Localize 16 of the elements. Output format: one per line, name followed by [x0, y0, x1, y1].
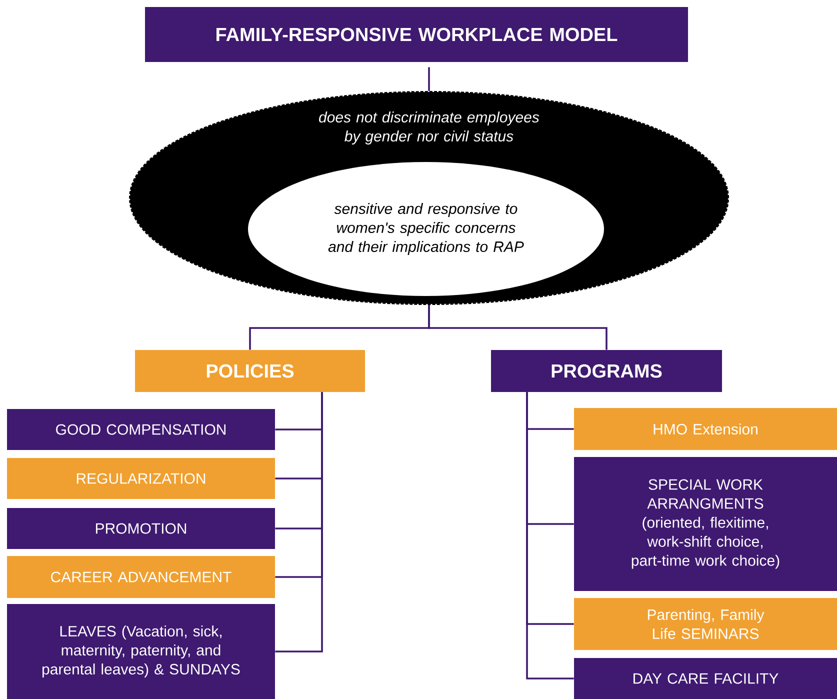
item-box: PROMOTION — [7, 508, 275, 549]
category-box: POLICIES — [135, 350, 365, 392]
connector-line — [526, 392, 574, 680]
item-box: Parenting, Family Life SEMINARS — [574, 598, 837, 650]
title-box: FAMILY-RESPONSIVE WORKPLACE MODEL — [145, 7, 688, 62]
item-box: SPECIAL WORK ARRANGMENTS (oriented, flexitime, work-shift choice, part-time work choice) — [574, 457, 837, 591]
connector-line — [275, 392, 323, 652]
item-box: CAREER ADVANCEMENT — [7, 556, 275, 598]
connector-line — [428, 67, 430, 91]
connector-line — [428, 305, 608, 350]
item-box: HMO Extension — [574, 408, 837, 450]
item-box: GOOD COMPENSATION — [7, 409, 275, 450]
item-box: DAY CARE FACILITY — [574, 658, 837, 699]
category-box: PROGRAMS — [491, 350, 722, 392]
item-box: LEAVES (Vacation, sick, maternity, paternity, and parental leaves) & SUNDAYS — [7, 604, 275, 699]
item-box: REGULARIZATION — [7, 458, 275, 499]
